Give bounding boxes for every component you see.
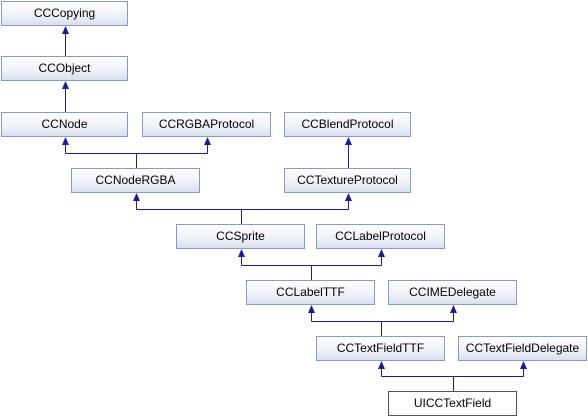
arrowhead-ccnodergba-to-ccnode	[62, 137, 69, 145]
class-node-cclabelttf[interactable]: CCLabelTTF	[246, 280, 375, 305]
class-node-ccnodergba[interactable]: CCNodeRGBA	[71, 168, 200, 193]
class-node-ccobject[interactable]: CCObject	[1, 56, 128, 81]
arrowhead-cclabelttf-to-cclabelprotocol	[378, 249, 385, 257]
arrowhead-ccnode-to-ccobject	[62, 81, 69, 89]
class-node-ccrgbaprotocol[interactable]: CCRGBAProtocol	[142, 112, 271, 137]
class-node-ccimedelegate[interactable]: CCIMEDelegate	[388, 280, 517, 305]
class-node-ccblendprotocol[interactable]: CCBlendProtocol	[284, 112, 411, 137]
arrowhead-ccsprite-to-cctextureprotocol	[345, 193, 352, 201]
arrowhead-ccobject-to-cccopying	[62, 26, 69, 34]
arrowhead-uicctextfield-to-cctextfieldttf	[378, 361, 385, 369]
arrowhead-cctextfieldttf-to-ccimedelegate	[450, 305, 457, 313]
arrowhead-cclabelttf-to-ccsprite	[238, 249, 245, 257]
class-node-cctextfieldttf[interactable]: CCTextFieldTTF	[316, 336, 445, 361]
arrowhead-ccnodergba-to-ccrgbaprotocol	[204, 137, 211, 145]
class-node-cctextureprotocol[interactable]: CCTextureProtocol	[284, 168, 411, 193]
arrowhead-uicctextfield-to-cctextfielddelegate	[520, 361, 527, 369]
arrowhead-cctextfieldttf-to-cclabelttf	[308, 305, 315, 313]
class-node-cctextfielddelegate[interactable]: CCTextFieldDelegate	[458, 336, 587, 361]
class-node-ccnode[interactable]: CCNode	[1, 112, 128, 137]
class-node-cccopying[interactable]: CCCopying	[1, 1, 128, 26]
class-node-uicctextfield: UICCTextField	[388, 391, 517, 416]
arrowhead-ccsprite-to-ccnodergba	[133, 193, 140, 201]
class-node-ccsprite[interactable]: CCSprite	[176, 224, 305, 249]
arrowhead-cctextureprotocol-to-ccblendprotocol	[345, 137, 352, 145]
class-node-cclabelprotocol[interactable]: CCLabelProtocol	[316, 224, 445, 249]
